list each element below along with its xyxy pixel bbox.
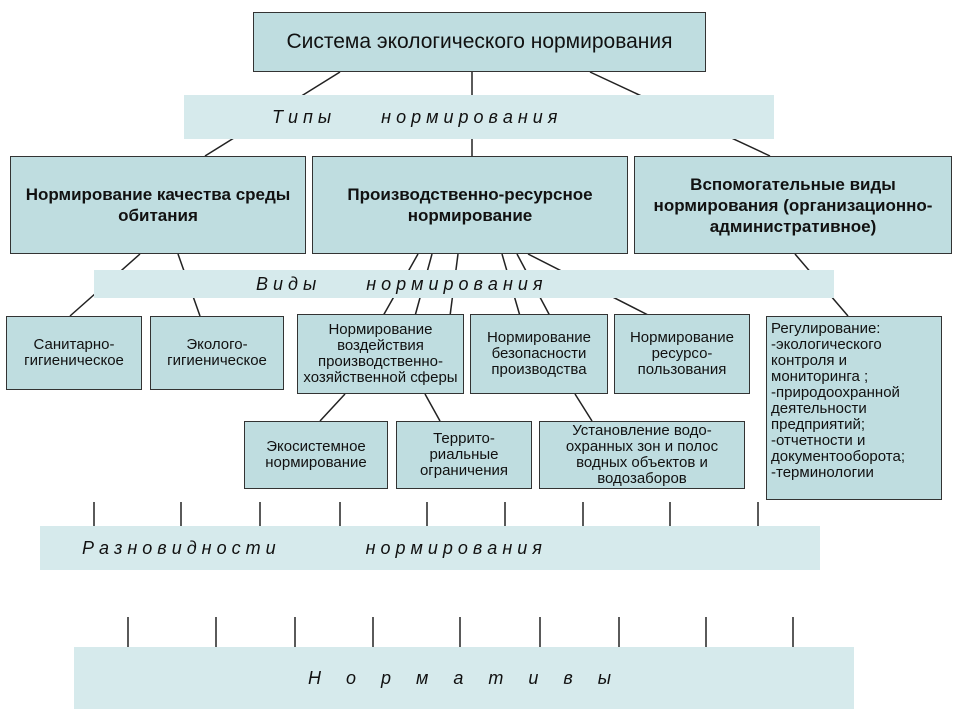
category-auxiliary-label: Вспомогательные виды нормирования (орган… — [653, 174, 933, 236]
subtype-water-label: Установление водо-охранных зон и полос в… — [565, 422, 719, 487]
subtype-impact-label: Нормирование воздействия производственно… — [303, 321, 458, 386]
category-quality: Нормирование качества среды обитания — [10, 156, 306, 254]
band-kinds-label: В и д ы н о р м и р о в а н и я — [256, 273, 543, 294]
subtype-resource: Нормирование ресурсо-пользования — [614, 314, 750, 394]
subtype-ecosystem-label: Экосистемное нормирование — [265, 438, 367, 471]
subtype-safety: Нормирование безопасности производства — [470, 314, 608, 394]
subtype-territorial: Террито-риальные ограничения — [396, 421, 532, 489]
diagram-title-box: Система экологического нормирования — [253, 12, 706, 72]
subtype-territorial-label: Террито-риальные ограничения — [419, 430, 509, 479]
subtype-regulation: Регулирование: -экологического контроля … — [766, 316, 942, 500]
diagram-title: Система экологического нормирования — [286, 30, 673, 53]
subtype-regulation-label: Регулирование: -экологического контроля … — [771, 320, 905, 481]
band-norms-label: Н о р м а т и в ы — [308, 667, 612, 688]
subtype-sanitary: Санитарно-гигиеническое — [6, 316, 142, 390]
category-auxiliary: Вспомогательные виды нормирования (орган… — [634, 156, 952, 254]
subtype-ecohygienic: Эколого-гигиеническое — [150, 316, 284, 390]
category-production: Производственно-ресурсное нормирование — [312, 156, 628, 254]
subtype-impact: Нормирование воздействия производственно… — [297, 314, 464, 394]
subtype-safety-label: Нормирование безопасности производства — [486, 329, 592, 378]
band-types-label: Т и п ы н о р м и р о в а н и я — [272, 106, 558, 127]
band-kinds: В и д ы н о р м и р о в а н и я — [94, 270, 834, 298]
subtype-ecohygienic-label: Эколого-гигиеническое — [167, 336, 267, 369]
subtype-water: Установление водо-охранных зон и полос в… — [539, 421, 745, 489]
subtype-resource-label: Нормирование ресурсо-пользования — [629, 329, 735, 378]
band-varieties: Р а з н о в и д н о с т и н о р м и р о … — [40, 526, 820, 570]
band-norms: Н о р м а т и в ы — [74, 647, 854, 709]
band-types: Т и п ы н о р м и р о в а н и я — [184, 95, 774, 139]
subtype-sanitary-label: Санитарно-гигиеническое — [24, 336, 124, 369]
band-varieties-label: Р а з н о в и д н о с т и н о р м и р о … — [82, 537, 542, 558]
subtype-ecosystem: Экосистемное нормирование — [244, 421, 388, 489]
category-quality-label: Нормирование качества среды обитания — [25, 185, 291, 225]
category-production-label: Производственно-ресурсное нормирование — [347, 185, 593, 225]
